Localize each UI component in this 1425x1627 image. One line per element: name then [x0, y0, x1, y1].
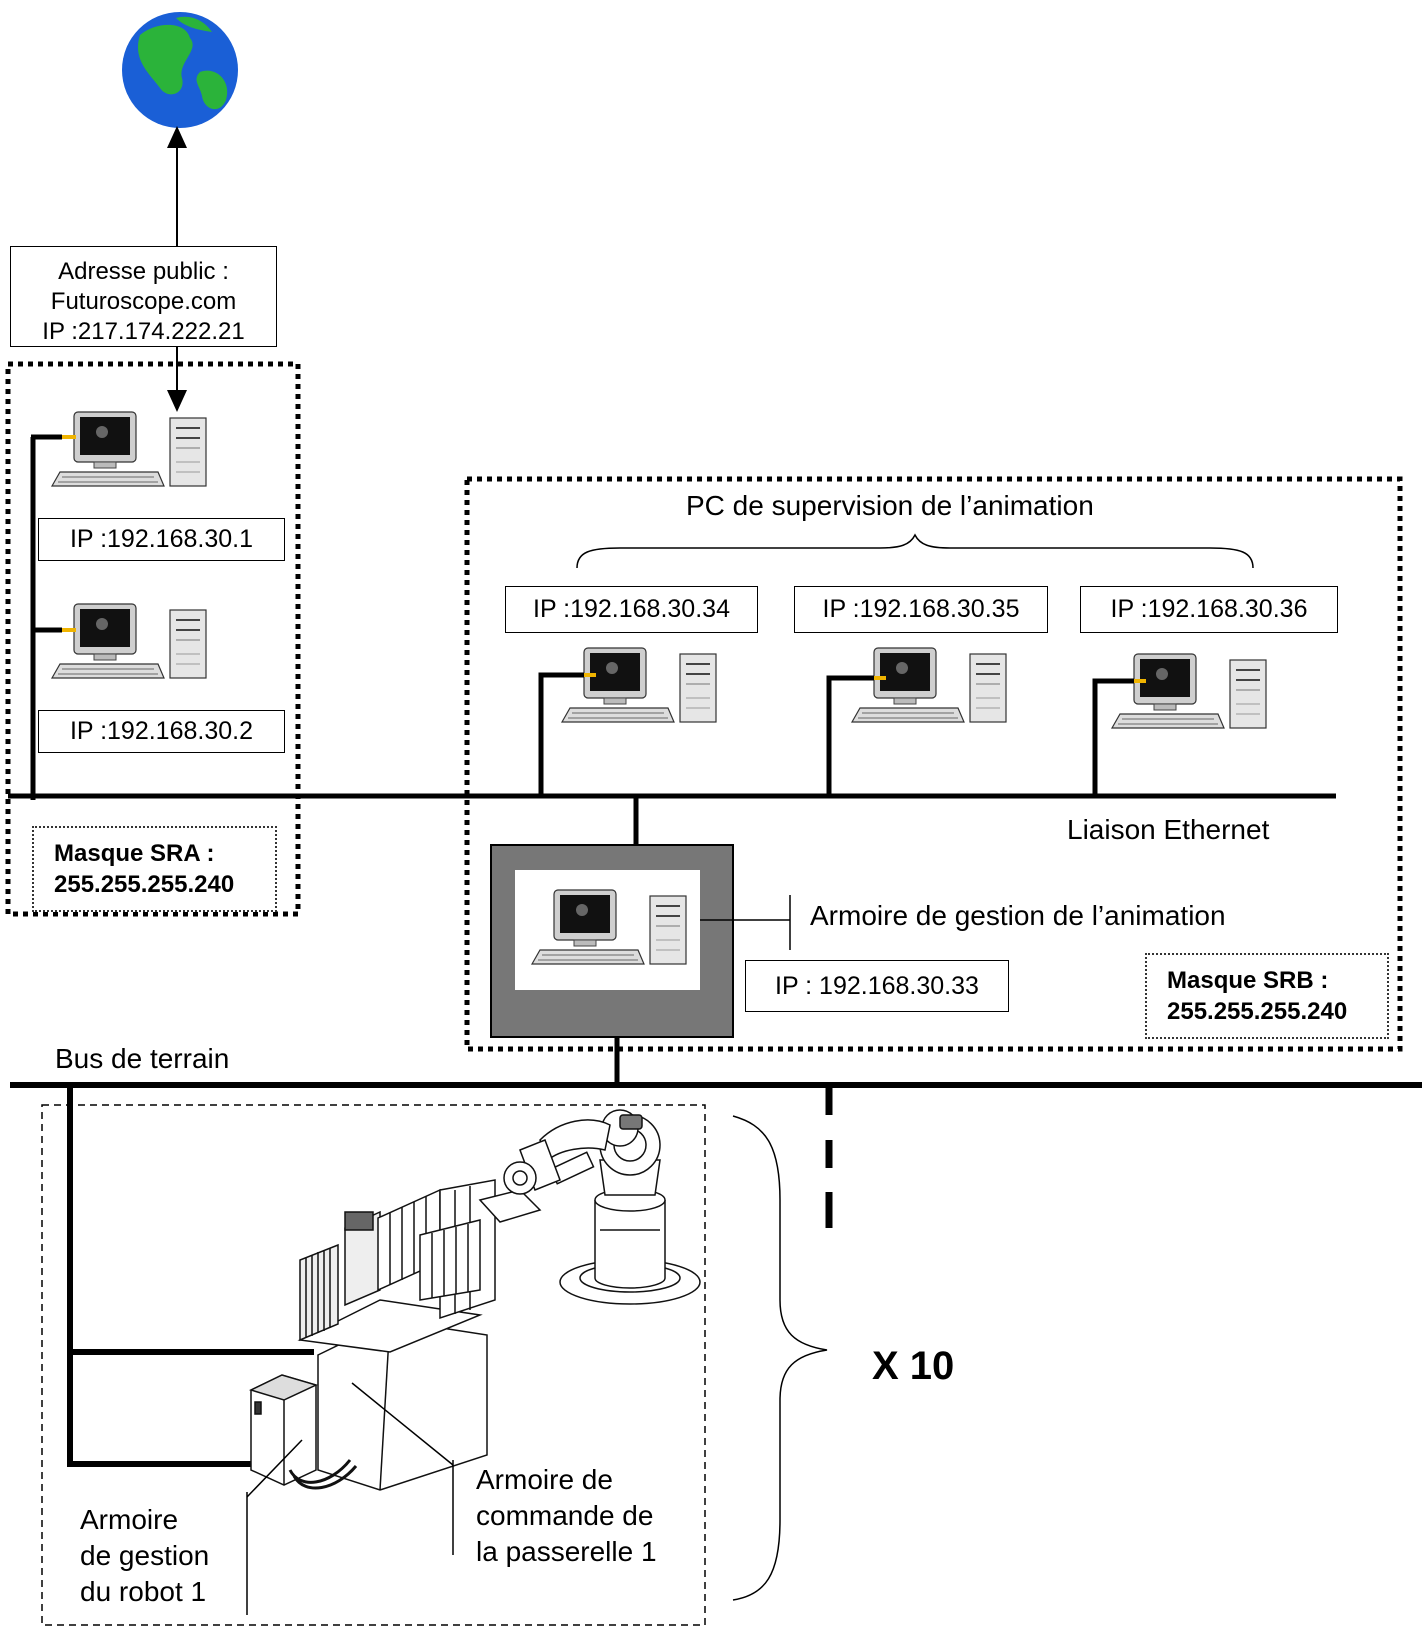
supervision-pc3-ip: IP :192.168.30.36 [1110, 595, 1308, 623]
supervision-pc2-ip-box: IP :192.168.30.35 [794, 586, 1048, 633]
armoire-robot-label: Armoire de gestion du robot 1 [80, 1504, 210, 1607]
robot-cabinet-icon [248, 1374, 358, 1490]
public-address-box: Adresse public : Futuroscope.com IP :217… [10, 246, 277, 347]
computer-icon [51, 603, 207, 679]
sra-pc1-ip: IP :192.168.30.1 [69, 525, 254, 553]
footbridge-icon [297, 1179, 542, 1491]
armoire-animation-label: Armoire de gestion de l’animation [810, 900, 1226, 931]
sra-pc2-ip-box: IP :192.168.30.2 [38, 710, 285, 753]
sra-mask-title: Masque SRA : [54, 840, 215, 867]
srb-mask-value: 255.255.255.240 [1167, 998, 1348, 1025]
public-ip: IP :217.174.222.21 [42, 318, 245, 345]
sra-pc2-ip: IP :192.168.30.2 [69, 717, 254, 745]
callout-lines [246, 1382, 454, 1615]
computer-icon [531, 889, 687, 965]
bus-label: Bus de terrain [55, 1043, 230, 1074]
ethernet-label: Liaison Ethernet [1067, 814, 1270, 845]
public-domain: Futuroscope.com [50, 288, 237, 315]
supervision-pc2-ip: IP :192.168.30.35 [822, 595, 1020, 623]
sra-pc1-ip-box: IP :192.168.30.1 [38, 518, 285, 561]
supervision-pc1-ip-box: IP :192.168.30.34 [505, 586, 758, 633]
sra-mask-box: Masque SRA : 255.255.255.240 [32, 826, 277, 912]
armoire-animation-ip: IP : 192.168.30.33 [775, 971, 979, 1000]
sra-subnet-frame [5, 361, 301, 917]
robot-cell-cabling [67, 1085, 314, 1467]
supervision-cabling [538, 672, 1146, 845]
supervision-pc3-ip-box: IP :192.168.30.36 [1080, 586, 1338, 633]
armoire-passerelle-label: Armoire de commande de la passerelle 1 [476, 1464, 657, 1567]
multiplier-brace [732, 1115, 828, 1601]
supervision-brace [576, 533, 1254, 569]
sra-cabling [30, 434, 76, 800]
globe-icon [122, 12, 238, 128]
computer-icon [851, 647, 1007, 723]
computer-icon [51, 411, 207, 487]
computer-icon [561, 647, 717, 723]
gateway-arrow [167, 347, 187, 412]
robot-cell-frame [41, 1104, 706, 1626]
sra-mask-value: 255.255.255.240 [54, 871, 235, 898]
multiplier-label: X 10 [872, 1344, 955, 1388]
computer-icon [1111, 653, 1267, 729]
armoire-animation-cabinet [490, 844, 791, 1083]
internet-arrow [167, 126, 187, 246]
srb-mask-title: Masque SRB : [1167, 967, 1329, 994]
supervision-title: PC de supervision de l’animation [686, 490, 1094, 521]
supervision-pc1-ip: IP :192.168.30.34 [533, 595, 730, 623]
public-address-title: Adresse public : [58, 258, 229, 285]
srb-subnet-frame [464, 476, 1403, 1052]
armoire-animation-ip-box: IP : 192.168.30.33 [745, 960, 1009, 1012]
srb-mask-box: Masque SRB : 255.255.255.240 [1145, 953, 1389, 1039]
robot-arm-icon [503, 1109, 701, 1305]
